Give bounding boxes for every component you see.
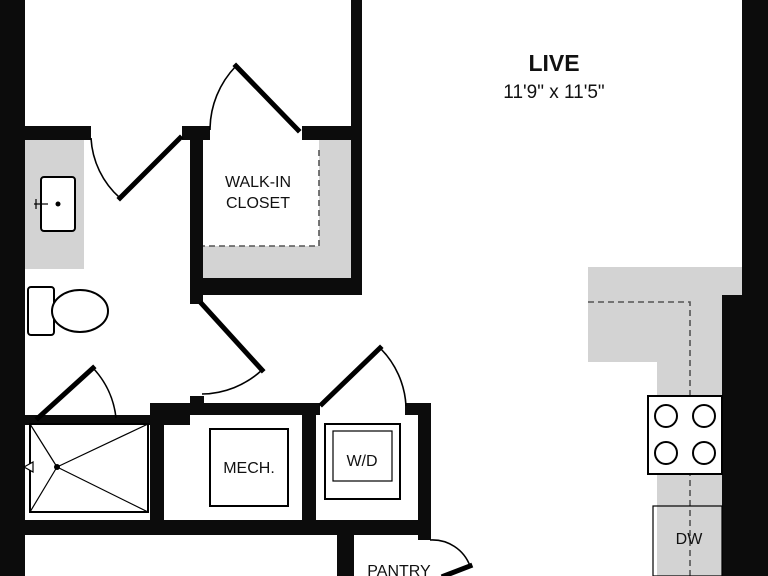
- kitchen-dash: [588, 301, 691, 576]
- wall-left-outer: [0, 0, 25, 576]
- shower-drain-icon: [54, 464, 60, 470]
- burner-icon-bl: [654, 441, 678, 465]
- wall-right-upper: [742, 0, 768, 295]
- burner-icon-br: [692, 441, 716, 465]
- burner-icon-tl: [654, 404, 678, 428]
- toilet-tank: [27, 286, 55, 336]
- dishwasher: [652, 505, 723, 576]
- wall-closet-left: [190, 126, 203, 304]
- closet-door[interactable]: [232, 62, 302, 134]
- pantry-door-swing: [429, 539, 471, 567]
- wall-closet-right: [351, 0, 362, 295]
- shower-slope-1: [29, 423, 58, 468]
- dw-label: DW: [676, 531, 704, 548]
- wall-closet-bottom: [190, 278, 362, 295]
- burner-icon-tr: [692, 404, 716, 428]
- wd-unit-inner: [332, 430, 393, 482]
- wall-mech-right: [302, 403, 316, 535]
- mech-label: MECH.: [223, 460, 275, 477]
- shower-head-icon: [22, 460, 34, 474]
- wall-pantry-left: [337, 530, 354, 576]
- shower-slope-2: [56, 423, 149, 468]
- wall-bottom: [25, 520, 431, 535]
- live-room-dimensions: 11'9" x 11'5": [503, 82, 604, 103]
- wall-pantry-right: [418, 530, 431, 540]
- laundry-door[interactable]: [318, 344, 384, 408]
- wall-util-top-bar: [150, 403, 320, 415]
- toilet-bowl: [51, 289, 109, 333]
- sink-drain-icon: [55, 201, 61, 207]
- mech-unit: [209, 428, 289, 507]
- wall-mech-left: [150, 415, 164, 535]
- live-room-label: LIVE: [528, 50, 579, 76]
- closet-label-line1: WALK-IN: [225, 174, 291, 191]
- closet-label-line2: CLOSET: [226, 195, 290, 212]
- shower-pan: [29, 423, 149, 513]
- hall-door-swing: [201, 369, 263, 395]
- bath-door[interactable]: [116, 134, 184, 202]
- shower-slope-3: [29, 466, 58, 513]
- shower-slope-4: [56, 466, 149, 513]
- wall-closet-right-top: [302, 126, 362, 140]
- closet-shelf-dash: [203, 150, 320, 247]
- bath-door-swing: [90, 137, 121, 199]
- wd-label: W/D: [346, 453, 377, 470]
- wall-top-left-stub: [25, 126, 91, 140]
- wd-unit: [324, 423, 401, 500]
- pantry-label: PANTRY: [367, 563, 431, 576]
- wall-wd-right: [418, 403, 431, 535]
- pantry-door[interactable]: [440, 562, 474, 576]
- shower-door[interactable]: [34, 364, 97, 422]
- wall-right-lower: [722, 295, 768, 576]
- wall-bath-mid-top: [25, 415, 190, 425]
- shower-door-swing: [92, 367, 117, 419]
- closet-shelf-bottom: [203, 246, 351, 278]
- closet-door-swing: [209, 65, 237, 131]
- laundry-door-swing: [379, 347, 407, 407]
- hall-door[interactable]: [198, 300, 266, 374]
